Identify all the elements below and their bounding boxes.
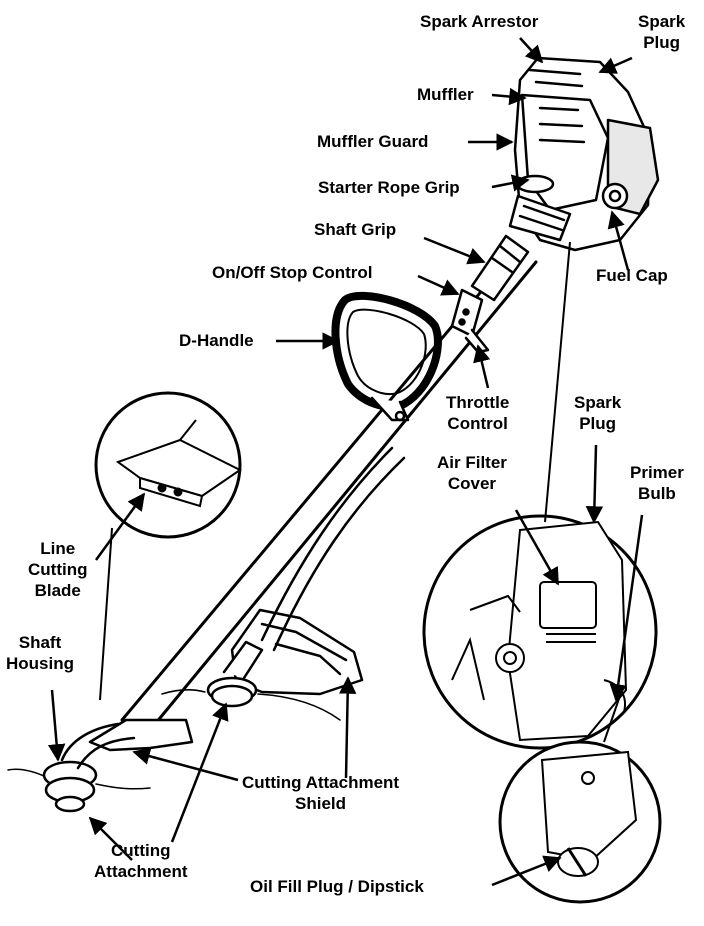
cutting-attachment-shield-line-2: Shield [295, 794, 347, 813]
throttle-control-line-2: Control [447, 414, 508, 433]
cutting-attachment-line-2: Attachment [94, 862, 188, 881]
throttle-control-line-1: Throttle [446, 393, 510, 412]
starter-rope-grip-label: Starter Rope Grip [318, 178, 460, 197]
muffler-label: Muffler [417, 85, 474, 104]
on-off-stop-control-label: On/Off Stop Control [212, 263, 373, 282]
oil-fill-inset [498, 689, 662, 904]
shaft-housing-label: Shaft Housing [6, 632, 74, 674]
engine-detail-inset [422, 241, 658, 750]
throttle-control-label: Throttle Control [446, 392, 509, 434]
spark-plug-detail-line-2: Plug [579, 414, 617, 433]
shaft-grip-label: Shaft Grip [314, 220, 397, 239]
primer-bulb-line-2: Bulb [638, 484, 676, 503]
line-cutting-blade-line-3: Blade [34, 581, 81, 600]
cutting-attachment-line-1: Cutting [111, 841, 171, 860]
air-filter-cover-line-1: Air Filter [437, 453, 507, 472]
fuel-cap-label: Fuel Cap [596, 266, 668, 285]
d-handle-label: D-Handle [179, 331, 254, 350]
cutting-attachment-shield-label: Cutting Attachment Shield [242, 772, 399, 814]
oil-fill-plug-label: Oil Fill Plug / Dipstick [250, 877, 424, 896]
spark-plug-top-line-1: Spark [638, 12, 686, 31]
line-cutting-blade-label: Line Cutting Blade [28, 538, 87, 601]
blade-detail-inset [94, 391, 242, 701]
muffler-guard-label: Muffler Guard [317, 132, 429, 151]
cutting-attachment-label: Cutting Attachment [94, 840, 188, 882]
air-filter-cover-label: Air Filter Cover [437, 452, 507, 494]
cutting-attachment-shield-line-1: Cutting Attachment [242, 773, 400, 792]
spark-plug-detail-label: Spark Plug [574, 392, 621, 434]
shaft-housing-line-1: Shaft [18, 633, 62, 652]
line-cutting-blade-line-2: Cutting [28, 560, 88, 579]
line-cutting-blade-line-1: Line [40, 539, 76, 558]
spark-plug-detail-line-1: Spark [574, 393, 622, 412]
spark-plug-top-line-2: Plug [643, 33, 681, 52]
air-filter-cover-line-2: Cover [447, 474, 497, 493]
primer-bulb-label: Primer Bulb [630, 462, 684, 504]
primer-bulb-line-1: Primer [630, 463, 684, 482]
spark-arrestor-label: Spark Arrestor [420, 12, 539, 31]
callout-arrows [47, 37, 644, 887]
shaft-housing-line-2: Housing [6, 654, 74, 673]
spark-plug-top-label: Spark Plug [638, 11, 685, 53]
